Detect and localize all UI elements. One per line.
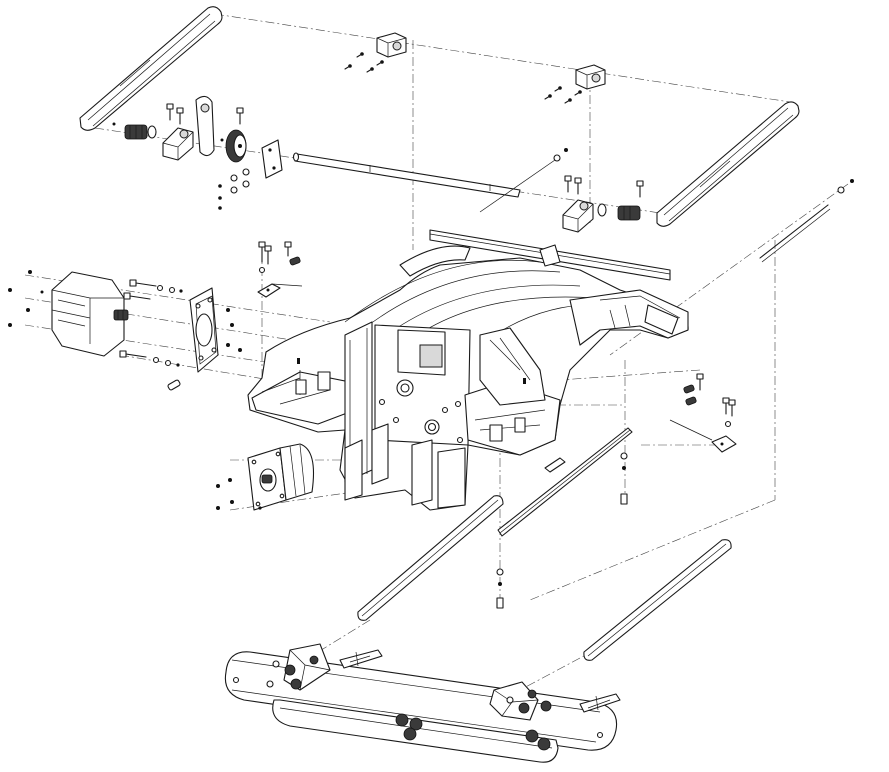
switch-bracket-right xyxy=(669,373,737,453)
belt-rail-right xyxy=(656,101,800,227)
belt-rail-left xyxy=(79,6,223,131)
switch-bracket-left xyxy=(257,241,303,298)
motor-mount-plate xyxy=(119,279,242,391)
tension-rod xyxy=(759,179,854,263)
guide-rod-right xyxy=(583,539,732,661)
pulley-drive-group-left xyxy=(112,95,283,210)
guide-rod-left xyxy=(357,495,504,621)
bearing-block-top-right xyxy=(544,64,606,104)
bottom-carriage xyxy=(224,643,621,763)
stepper-motor-lower xyxy=(216,443,315,511)
stepper-motor-left xyxy=(8,270,129,357)
bearing-block-top-center xyxy=(344,32,407,73)
linear-guide-rail xyxy=(496,427,633,609)
pulley-drive-group-right xyxy=(562,175,644,233)
drive-shaft xyxy=(292,148,568,213)
main-chassis xyxy=(247,229,689,511)
